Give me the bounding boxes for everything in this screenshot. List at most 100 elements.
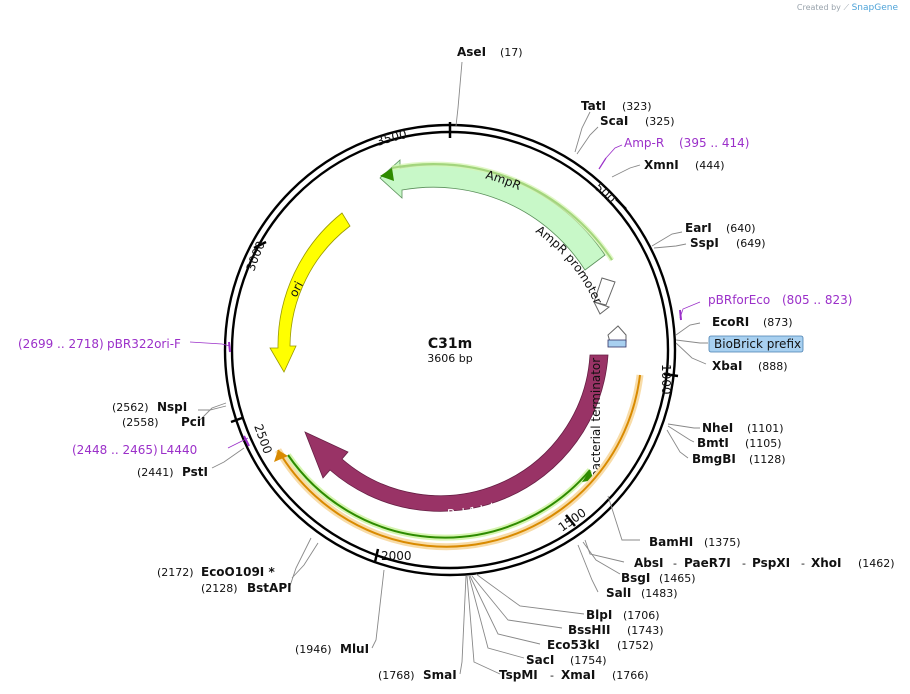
svg-text:(1766): (1766) [612, 669, 649, 682]
svg-text:TspMI: TspMI [499, 668, 538, 682]
green-direction-line [287, 454, 591, 539]
svg-text:BamHI: BamHI [649, 535, 693, 549]
enzyme-sali[interactable]: SalI(1483) [606, 586, 678, 600]
primer-ampr[interactable]: Amp-R(395 .. 414) [624, 136, 749, 150]
enzyme-xbai[interactable]: XbaI(888) [712, 359, 788, 373]
svg-text:BmgBI: BmgBI [692, 452, 736, 466]
snapgene-credit: Created by ⟋ SnapGene [797, 3, 898, 13]
enzyme-bsshii[interactable]: BssHII (1743) [568, 623, 664, 637]
svg-text:pBR322ori-F: pBR322ori-F [107, 337, 181, 351]
enzyme-tati[interactable]: TatI(323) [581, 99, 652, 113]
enzyme-bsgi[interactable]: BsgI(1465) [621, 571, 696, 585]
primer-pbr322ori[interactable]: (2699 .. 2718)pBR322ori-F [18, 337, 181, 351]
enzyme-blpi[interactable]: BlpI(1706) [586, 608, 660, 622]
svg-text:(1375): (1375) [704, 536, 741, 549]
ampr-promoter-feature[interactable] [593, 277, 616, 306]
svg-text:(1754): (1754) [570, 654, 607, 667]
svg-text:PaeR7I: PaeR7I [684, 556, 731, 570]
svg-text:(325): (325) [645, 115, 675, 128]
enzyme-bmgbi[interactable]: BmgBI (1128) [692, 452, 786, 466]
enzyme-bstapi[interactable]: (2128)BstAPI [201, 581, 292, 595]
svg-text:TatI: TatI [581, 99, 606, 113]
svg-text:BssHII: BssHII [568, 623, 610, 637]
plasmid-name: C31m [428, 336, 472, 352]
enzyme-group-tspmi[interactable]: TspMI - XmaI (1766) [499, 668, 649, 682]
enzyme-group-absi[interactable]: AbsI - PaeR7I - PspXI - XhoI (1462) [634, 556, 895, 570]
enzyme-nhei[interactable]: NheI(1101) [702, 421, 784, 435]
svg-text:(2448 .. 2465): (2448 .. 2465) [72, 443, 158, 457]
enzyme-sspi[interactable]: SspI(649) [690, 236, 766, 250]
enzyme-bamhi[interactable]: BamHI (1375) [649, 535, 741, 549]
biobrick-feature[interactable] [607, 339, 627, 348]
svg-text:EarI: EarI [685, 221, 712, 235]
leader-lines [198, 61, 708, 675]
enzyme-scai[interactable]: ScaI (325) [600, 114, 675, 128]
svg-text:(1105): (1105) [745, 437, 782, 450]
tick-3000: 3000 [244, 239, 268, 273]
svg-text:(873): (873) [763, 316, 793, 329]
enzyme-nspi[interactable]: (2562)NspI [112, 400, 187, 414]
svg-text:(640): (640) [726, 222, 756, 235]
ampr-arrow-outline [391, 161, 615, 262]
enzyme-ecori[interactable]: EcoRI (873) [712, 315, 793, 329]
enzyme-pcii[interactable]: (2558) PciI [122, 415, 206, 429]
svg-text:AseI: AseI [457, 45, 486, 59]
orange-arrowhead-icon [274, 450, 288, 462]
primer-marks [189, 144, 701, 449]
svg-text:Amp-R: Amp-R [624, 136, 664, 150]
tick-500: 500 [592, 180, 618, 206]
svg-text:(2699 .. 2718): (2699 .. 2718) [18, 337, 104, 351]
svg-text:-: - [742, 557, 746, 570]
enzyme-eco53ki[interactable]: Eco53kI (1752) [547, 638, 654, 652]
svg-text:PspXI: PspXI [752, 556, 790, 570]
svg-text:(2558): (2558) [122, 416, 159, 429]
enzyme-saci[interactable]: SacI(1754) [526, 653, 607, 667]
svg-text:(1743): (1743) [627, 624, 664, 637]
orange-direction-line [277, 374, 641, 548]
svg-text:BsgI: BsgI [621, 571, 650, 585]
svg-text:(2562): (2562) [112, 401, 149, 414]
enzyme-smai[interactable]: (1768)SmaI [378, 668, 457, 682]
svg-text:(1483): (1483) [641, 587, 678, 600]
svg-text:MluI: MluI [340, 642, 369, 656]
svg-text:(1752): (1752) [617, 639, 654, 652]
svg-text:Eco53kI: Eco53kI [547, 638, 600, 652]
enzyme-eco0109i[interactable]: (2172)EcoO109I * [157, 565, 275, 579]
svg-text:-: - [801, 557, 805, 570]
svg-text:-: - [550, 669, 554, 682]
tick-2000: 2000 [381, 549, 412, 563]
svg-text:(1946): (1946) [295, 643, 332, 656]
svg-text:BioBrick prefix: BioBrick prefix [714, 337, 801, 351]
svg-text:(2172): (2172) [157, 566, 194, 579]
tick-3500: 3500 [375, 127, 409, 149]
enzyme-mlui[interactable]: (1946) MluI [295, 642, 369, 656]
enzyme-asei[interactable]: AseI(17) [457, 45, 523, 59]
svg-text:BstAPI: BstAPI [247, 581, 292, 595]
enzyme-eari[interactable]: EarI (640) [685, 221, 756, 235]
plasmid-size: 3606 bp [427, 352, 472, 365]
ori-label: ori [286, 279, 306, 299]
enzyme-bmti[interactable]: BmtI(1105) [697, 436, 782, 450]
svg-text:AbsI: AbsI [634, 556, 663, 570]
enzyme-psti[interactable]: (2441)PstI [137, 465, 208, 479]
ampr-arrowhead-icon [380, 168, 394, 181]
svg-text:(444): (444) [695, 159, 725, 172]
svg-text:EcoRI: EcoRI [712, 315, 749, 329]
svg-text:XbaI: XbaI [712, 359, 742, 373]
enzyme-xmni[interactable]: XmnI(444) [644, 158, 725, 172]
svg-text:SmaI: SmaI [423, 668, 457, 682]
svg-text:(1128): (1128) [749, 453, 786, 466]
svg-text:(805 .. 823): (805 .. 823) [782, 293, 852, 307]
svg-text:pBRforEco: pBRforEco [708, 293, 770, 307]
ori-feature[interactable] [269, 212, 351, 373]
primer-l4440[interactable]: (2448 .. 2465)L4440 [72, 443, 197, 457]
svg-text:(1101): (1101) [747, 422, 784, 435]
svg-text:PciI: PciI [181, 415, 206, 429]
ampr-promoter-arrow-icon [593, 301, 611, 315]
svg-text:ScaI: ScaI [600, 114, 628, 128]
snapgene-logo-icon: ⟋ [843, 3, 850, 12]
bxb1-integrase-feature[interactable] [304, 354, 609, 512]
biobrick-prefix-label[interactable]: BioBrick prefix [708, 335, 804, 353]
primer-pbrforeco[interactable]: pBRforEco (805 .. 823) [708, 293, 852, 307]
